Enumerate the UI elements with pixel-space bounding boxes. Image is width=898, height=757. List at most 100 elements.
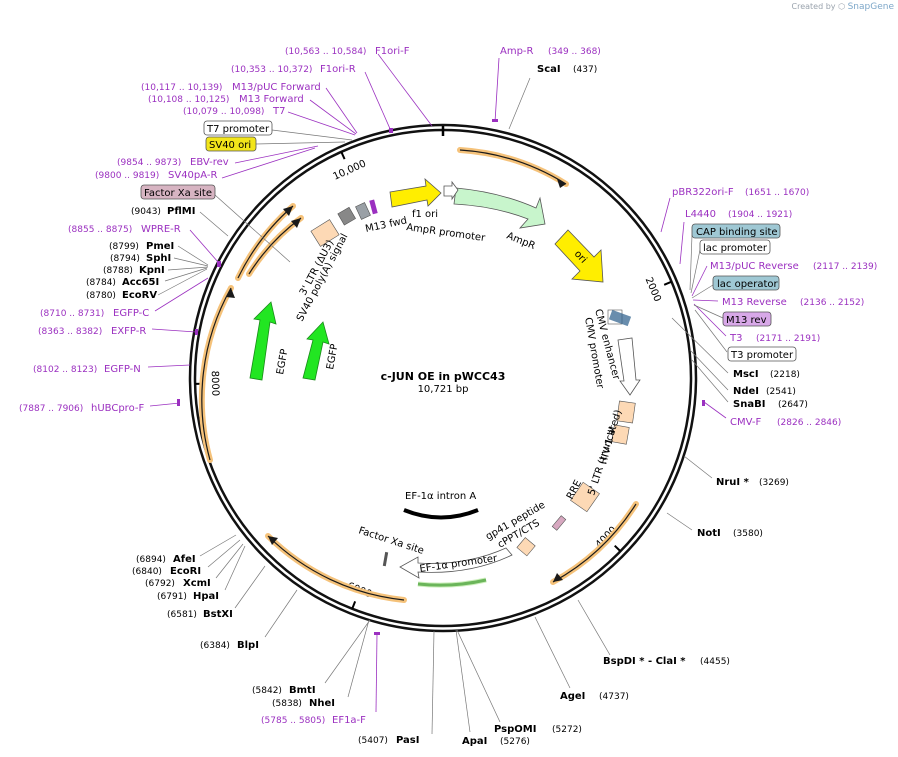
primer-pos: (2117 .. 2139) — [813, 262, 877, 272]
primer-name: L4440 — [685, 209, 716, 220]
orf-arc-ef1a-glow — [417, 577, 487, 588]
f1-ori-arrow — [389, 177, 442, 208]
primer-name: T7 — [272, 106, 285, 117]
primer-pos: (1651 .. 1670) — [745, 188, 809, 198]
site-name: NotI — [697, 528, 721, 539]
feat-ampr: AmpR — [505, 231, 537, 252]
site-pos: (5276) — [500, 737, 530, 747]
ampr-promoter-arrow — [443, 180, 459, 201]
site-pos: (6791) — [157, 592, 187, 602]
primer-leader — [221, 147, 316, 179]
primer-name: Amp-R — [500, 46, 534, 57]
primer-mark — [177, 399, 180, 406]
site-pos: (6894) — [136, 555, 166, 565]
feat-f1-ori: f1 ori — [412, 209, 438, 220]
t3-promoter-label: T3 promoter — [727, 346, 797, 362]
site-leader — [534, 616, 571, 689]
site-name: BlpI — [237, 640, 259, 651]
primer-leader — [309, 99, 357, 135]
site-leader — [577, 599, 611, 656]
orf-arc-bottom-head — [268, 536, 278, 545]
primer-mark — [702, 400, 705, 406]
site-leader — [215, 543, 244, 579]
orf-arcs — [198, 147, 639, 603]
box-leader — [693, 304, 724, 319]
site-pos: (3580) — [733, 529, 763, 539]
site-leader — [264, 589, 298, 638]
cmv-stripes — [608, 309, 632, 327]
site-leader — [177, 245, 209, 266]
site-pos: (5838) — [272, 699, 302, 709]
box-leader — [694, 309, 728, 353]
site-name: BmtI — [289, 685, 316, 696]
primer-pos: (10,563 .. 10,584) — [285, 47, 366, 57]
primer-name: M13/pUC Forward — [232, 82, 321, 93]
primer-leader — [287, 111, 356, 136]
site-leader — [199, 534, 237, 557]
site-pos: (8780) — [86, 291, 116, 301]
site-leader — [207, 539, 241, 568]
site-pos: (2218) — [770, 370, 800, 380]
site-pos: (9043) — [131, 207, 161, 217]
primer-pos: (2136 .. 2152) — [800, 298, 864, 308]
ef1a-intron-arc — [403, 508, 479, 520]
ltr-3-box — [310, 219, 340, 247]
site-pos: (4455) — [700, 657, 730, 667]
orf-arc-left-head — [226, 288, 235, 298]
scale-tick — [351, 600, 357, 610]
rre-box — [570, 481, 600, 513]
site-pos: (8788) — [103, 266, 133, 276]
site-leader — [671, 317, 729, 374]
cmv-promoter-arrow — [617, 337, 641, 396]
site-pos: (6840) — [132, 567, 162, 577]
factor-xa-site-text: Factor Xa site — [144, 188, 212, 199]
site-leader — [173, 257, 209, 267]
site-leader — [167, 266, 209, 271]
primer-pos: (10,353 .. 10,372) — [231, 65, 312, 75]
credit-brand: SnapGene — [847, 2, 894, 12]
site-pos: (2647) — [778, 400, 808, 410]
primer-leader — [364, 71, 392, 132]
site-pos: (8784) — [86, 278, 116, 288]
site-name: PspOMI — [494, 724, 536, 735]
site-name: BspDI * - ClaI * — [603, 656, 686, 667]
lac-operator-label: lac operator — [712, 275, 780, 291]
ori-arrow — [554, 229, 604, 283]
credit-prefix: Created by — [791, 2, 836, 11]
scale-tick — [663, 280, 672, 286]
site-leader — [431, 630, 435, 735]
site-pos: (4737) — [599, 692, 629, 702]
primer-pos: (9800 .. 9819) — [95, 171, 159, 181]
primer-name: EGFP-N — [104, 364, 141, 375]
gp41-box — [551, 515, 567, 531]
primer-name: EXFP-R — [111, 326, 146, 337]
m13-rev-text: M13 rev — [726, 315, 767, 326]
site-leader — [456, 629, 501, 723]
site-leader — [455, 629, 471, 733]
site-leader — [234, 565, 266, 609]
primer-pos: (10,079 .. 10,098) — [183, 107, 264, 117]
box-leader — [689, 234, 693, 291]
site-name: AfeI — [173, 554, 196, 565]
primer-leader — [692, 299, 719, 302]
restriction-sites: ScaI (437) MscI (2218) NdeI (2541) SnaBI… — [86, 64, 808, 747]
sv40-ori-mark — [337, 206, 356, 226]
site-leader — [224, 545, 246, 591]
m13-rev-label: M13 rev — [722, 311, 772, 327]
backbone-outer — [188, 123, 698, 633]
feat-ampr-promoter: AmpR promoter — [406, 222, 487, 244]
feat-egfp-2: EGFP — [325, 343, 340, 370]
primer-pos: (2826 .. 2846) — [777, 418, 841, 428]
primer-name: hUBCpro-F — [91, 403, 144, 414]
orf-arc-left2a — [235, 203, 296, 281]
primer-pos: (8102 .. 8123) — [33, 365, 97, 375]
box-leader — [271, 129, 353, 141]
feat-factor-xa: Factor Xa site — [357, 525, 425, 556]
site-pos: (6792) — [145, 579, 175, 589]
site-name: EcoRI — [170, 566, 201, 577]
feature-shapes — [249, 177, 641, 579]
primer-name: CMV-F — [730, 417, 761, 428]
primer-name: M13 Reverse — [722, 297, 787, 308]
site-leader — [683, 455, 713, 479]
site-leader — [199, 211, 229, 237]
